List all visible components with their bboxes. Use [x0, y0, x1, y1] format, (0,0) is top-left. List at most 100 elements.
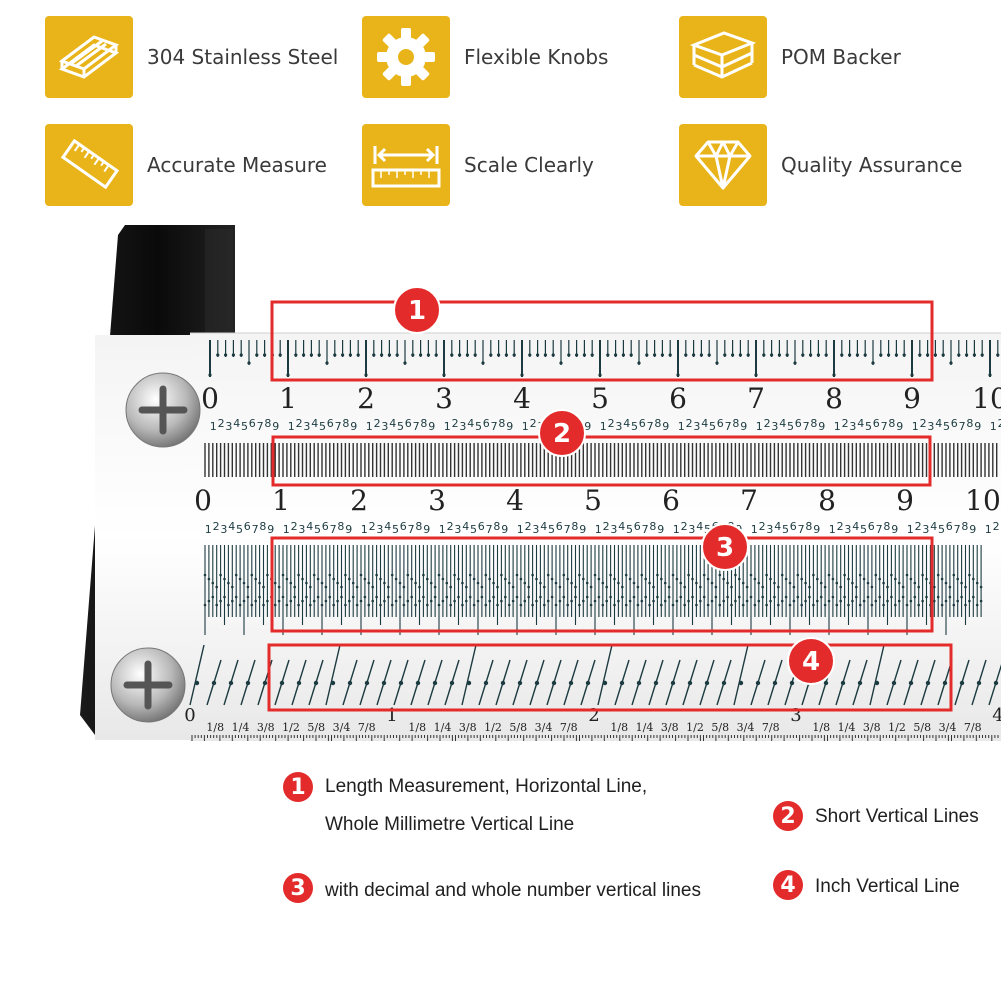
sub-digit: 8 — [498, 417, 505, 430]
feature-label: Quality Assurance — [781, 153, 963, 177]
sub-digit: 4 — [467, 417, 474, 430]
sub-digit: 1 — [522, 420, 529, 433]
inch-fraction: 1/4 — [636, 721, 654, 734]
sub-digit: 3 — [927, 420, 934, 433]
sub-digit: 7 — [876, 523, 883, 536]
legend-text-2: Short Vertical Lines — [815, 806, 979, 827]
inch-fraction: 1/8 — [812, 721, 830, 734]
sub-digit: 7 — [408, 523, 415, 536]
sub-digit: 6 — [946, 520, 953, 533]
sub-digit: 9 — [345, 523, 352, 536]
stacked-plates-icon — [679, 16, 767, 98]
sub-digit: 2 — [369, 520, 376, 533]
tick-row-bottom — [191, 735, 999, 741]
legend-num-4: 4 — [773, 870, 803, 900]
sub-digit: 1 — [907, 523, 914, 536]
inch-fraction: 3/8 — [459, 721, 477, 734]
sub-digit: 9 — [891, 523, 898, 536]
sub-digit: 1 — [210, 420, 217, 433]
sub-digit: 5 — [943, 420, 950, 433]
sub-digit: 8 — [810, 417, 817, 430]
tick-row-2 — [204, 443, 998, 477]
sub-digit: 7 — [647, 420, 654, 433]
inch-fraction: 3/8 — [257, 721, 275, 734]
sub-digit: 5 — [709, 420, 716, 433]
sub-digit: 1 — [366, 420, 373, 433]
svg-text:2: 2 — [553, 419, 571, 449]
sub-digit: 7 — [330, 523, 337, 536]
metric-number-2: 4 — [506, 484, 524, 517]
metric-number-2: 8 — [818, 484, 836, 517]
sub-digit: 3 — [532, 523, 539, 536]
sub-digit: 6 — [951, 417, 958, 430]
sub-digit: 4 — [306, 520, 313, 533]
sub-digit: 9 — [813, 523, 820, 536]
tick-row-1 — [208, 340, 1000, 377]
metric-number-2: 5 — [584, 484, 602, 517]
inch-fraction: 1/2 — [888, 721, 906, 734]
highlight-box-4 — [267, 643, 953, 712]
sub-digit: 6 — [634, 520, 641, 533]
sub-digit: 3 — [454, 523, 461, 536]
inch-fraction: 1/4 — [434, 721, 452, 734]
legend-text-1b: Whole Millimetre Vertical Line — [325, 814, 575, 835]
sub-digit: 4 — [540, 520, 547, 533]
inch-fraction: 3/4 — [535, 721, 553, 734]
sub-digit: 6 — [873, 417, 880, 430]
sub-digit: 3 — [459, 420, 466, 433]
sub-digit: 7 — [954, 523, 961, 536]
sub-digit: 3 — [615, 420, 622, 433]
sub-digit: 9 — [818, 420, 825, 433]
inch-number: 0 — [184, 705, 195, 726]
feature-label: Flexible Knobs — [464, 45, 609, 69]
sub-digit: 9 — [428, 420, 435, 433]
sub-digit: 7 — [959, 420, 966, 433]
sub-digit: 7 — [252, 523, 259, 536]
sub-digit: 6 — [868, 520, 875, 533]
marker-4: 4 — [787, 637, 835, 685]
inch-fraction: 5/8 — [509, 721, 527, 734]
inch-fraction: 5/8 — [307, 721, 325, 734]
feature-quality-assurance: Quality Assurance — [679, 124, 962, 206]
sub-digit: 2 — [603, 520, 610, 533]
sub-digit: 2 — [525, 520, 532, 533]
inch-fraction: 1/4 — [838, 721, 856, 734]
sub-digit: 6 — [478, 520, 485, 533]
screw-bottom — [110, 647, 186, 723]
diamond-icon — [679, 124, 767, 206]
sub-digit: 1 — [439, 523, 446, 536]
sub-digit: 2 — [681, 520, 688, 533]
sub-digit: 2 — [993, 520, 1000, 533]
sub-digit: 8 — [654, 417, 661, 430]
sub-digit: 9 — [506, 420, 513, 433]
sub-digit: 3 — [225, 420, 232, 433]
sub-digit: 1 — [361, 523, 368, 536]
sub-digit: 7 — [413, 420, 420, 433]
sub-digit: 5 — [938, 523, 945, 536]
sub-digit: 7 — [257, 420, 264, 433]
sub-digit: 2 — [296, 417, 303, 430]
sub-digit: 6 — [327, 417, 334, 430]
sub-digit: 4 — [852, 520, 859, 533]
sub-digit: 9 — [579, 523, 586, 536]
sub-digit: 8 — [649, 520, 656, 533]
metric-number: 4 — [513, 382, 531, 415]
inch-number: 4 — [992, 705, 1001, 726]
sub-digit: 6 — [400, 520, 407, 533]
highlight-box-2 — [271, 435, 932, 487]
sub-digit: 3 — [220, 523, 227, 536]
sub-digit: 6 — [483, 417, 490, 430]
sub-digit: 2 — [998, 417, 1001, 430]
feature-scale-clearly: Scale Clearly — [362, 124, 594, 206]
svg-text:1: 1 — [408, 296, 426, 326]
sub-digit: 1 — [678, 420, 685, 433]
sub-digit: 2 — [213, 520, 220, 533]
sub-digit: 7 — [486, 523, 493, 536]
sub-digit: 4 — [779, 417, 786, 430]
inch-fraction: 3/8 — [863, 721, 881, 734]
sub-digit: 2 — [374, 417, 381, 430]
gear-icon — [362, 16, 450, 98]
sub-digit: 5 — [787, 420, 794, 433]
sub-digit: 5 — [241, 420, 248, 433]
